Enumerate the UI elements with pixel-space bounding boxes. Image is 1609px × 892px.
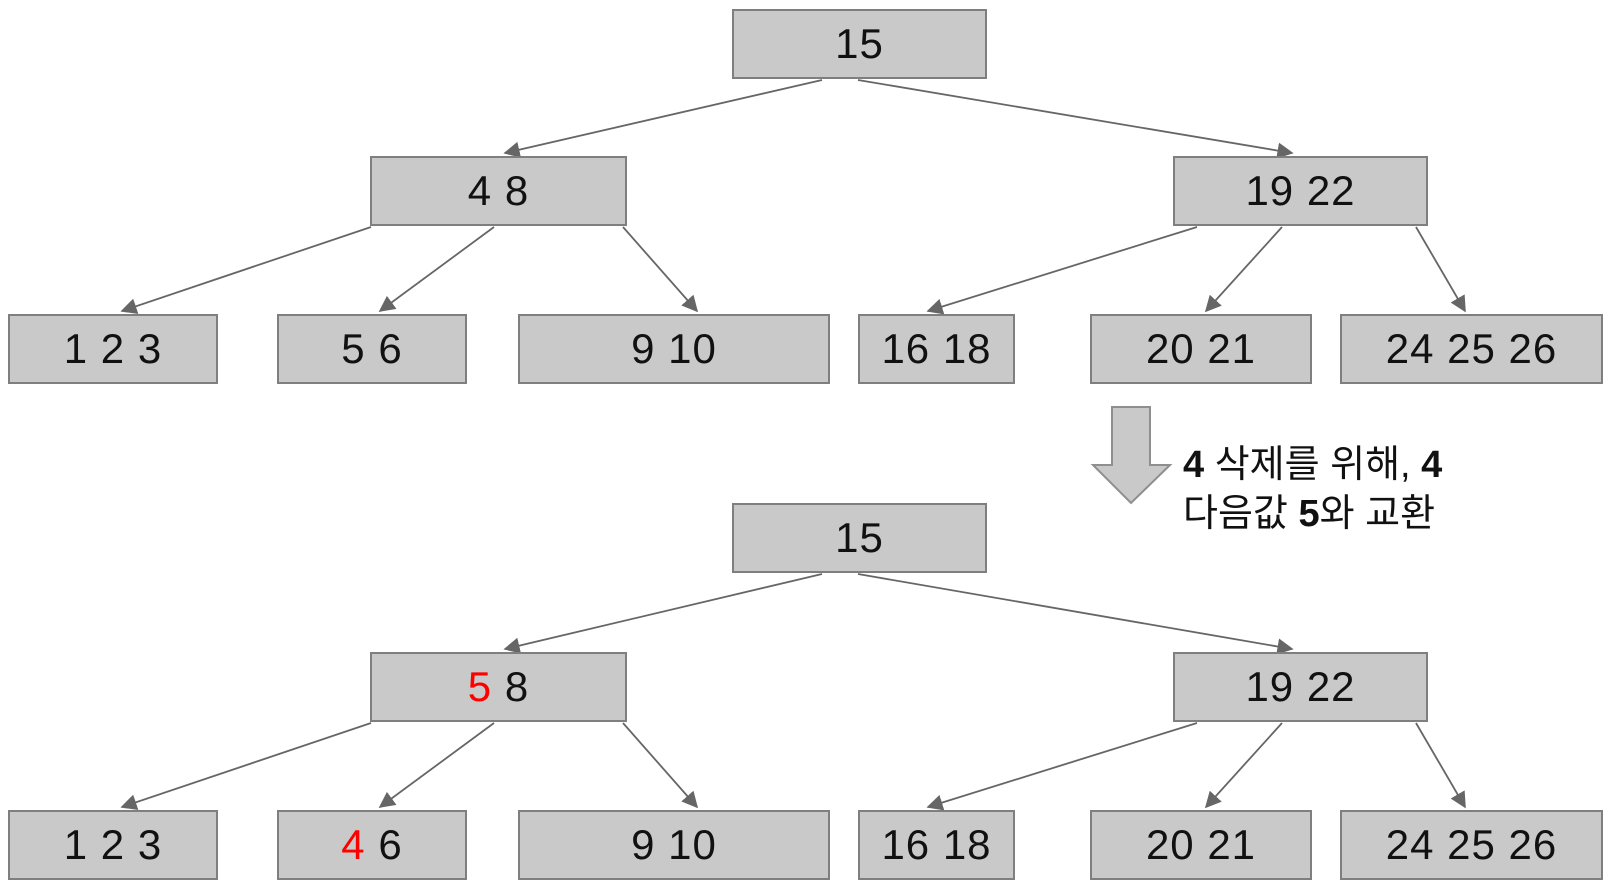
node-key-highlighted: 4 (341, 821, 366, 868)
btree-before-deletion-edge-2 (120, 226, 372, 315)
btree-before-deletion-edge-6 (1204, 226, 1283, 313)
tree-node-before-5-6: 5 6 (277, 314, 467, 384)
node-key: 8 (492, 663, 530, 710)
tree-node-before-24-25-26: 24 25 26 (1340, 314, 1603, 384)
tree-node-after-1-2-3: 1 2 3 (8, 810, 218, 880)
tree-node-after-5-8: 5 8 (370, 652, 627, 722)
btree-after-swap-edge-3 (378, 722, 495, 808)
btree-after-swap-edge-2 (120, 722, 372, 811)
tree-node-after-root: 15 (732, 503, 987, 573)
tree-node-after-9-10: 9 10 (518, 810, 830, 880)
node-key: 1 2 3 (63, 325, 163, 372)
node-key: 16 18 (881, 325, 992, 372)
node-key: 15 (835, 514, 884, 561)
node-key: 19 22 (1245, 167, 1356, 214)
down-arrow-icon (1090, 406, 1173, 505)
btree-before-deletion-edge-1 (857, 79, 1294, 159)
annotation-key-number: 4 (1421, 444, 1443, 486)
btree-before-deletion-edge-4 (622, 226, 699, 313)
btree-after-swap-edge-1 (857, 573, 1294, 655)
btree-after-swap-edge-6 (1204, 722, 1283, 809)
annotation-key-number: 5 (1298, 493, 1320, 535)
tree-node-after-16-18: 16 18 (858, 810, 1015, 880)
btree-after-swap-edge-5 (926, 722, 1198, 811)
tree-node-before-1-2-3: 1 2 3 (8, 314, 218, 384)
btree-after-swap-edge-0 (503, 573, 823, 654)
btree-after-swap-edge-4 (622, 722, 699, 809)
node-key: 15 (835, 20, 884, 67)
btree-before-deletion-edge-3 (378, 226, 495, 312)
annotation-text: 와 교환 (1319, 493, 1436, 535)
tree-node-before-4-8: 4 8 (370, 156, 627, 226)
node-key: 9 10 (631, 325, 717, 372)
tree-node-after-19-22: 19 22 (1173, 652, 1428, 722)
annotation-key-number: 4 (1183, 444, 1205, 486)
node-key: 24 25 26 (1385, 821, 1558, 868)
node-key: 4 8 (467, 167, 530, 214)
tree-node-before-20-21: 20 21 (1090, 314, 1312, 384)
btree-before-deletion-edge-5 (926, 226, 1198, 315)
annotation-text: 삭제를 위해, (1204, 444, 1422, 486)
node-key: 5 6 (341, 325, 403, 372)
annotation-text: 다음값 (1183, 493, 1299, 535)
node-key: 9 10 (631, 821, 717, 868)
tree-node-before-9-10: 9 10 (518, 314, 830, 384)
tree-node-after-24-25-26: 24 25 26 (1340, 810, 1603, 880)
tree-edges (120, 79, 1466, 811)
node-key: 20 21 (1145, 325, 1257, 372)
btree-before-deletion-edge-7 (1415, 226, 1466, 313)
annotation-line-1: 4 삭제를 위해, 4 (1183, 441, 1442, 490)
node-key: 24 25 26 (1385, 325, 1558, 372)
node-key: 6 (365, 821, 403, 868)
btree-after-swap-edge-7 (1415, 722, 1466, 809)
tree-node-before-19-22: 19 22 (1173, 156, 1428, 226)
annotation-line-2: 다음값 5와 교환 (1183, 490, 1442, 539)
node-key: 19 22 (1245, 663, 1356, 710)
tree-node-after-4-6: 4 6 (277, 810, 467, 880)
node-key: 16 18 (881, 821, 992, 868)
node-key: 1 2 3 (63, 821, 163, 868)
btree-before-deletion-edge-0 (503, 79, 823, 158)
node-key-highlighted: 5 (467, 663, 493, 710)
tree-node-before-root: 15 (732, 9, 987, 79)
tree-node-after-20-21: 20 21 (1090, 810, 1312, 880)
tree-node-before-16-18: 16 18 (858, 314, 1015, 384)
node-key: 20 21 (1145, 821, 1257, 868)
